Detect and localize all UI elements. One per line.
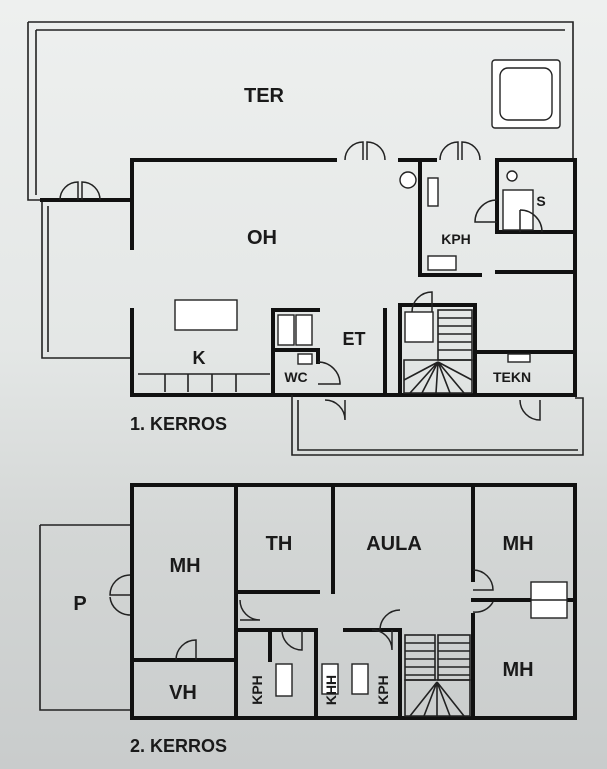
storage bbox=[404, 311, 434, 343]
door-arc bbox=[411, 291, 433, 313]
floor-2-plan bbox=[39, 483, 577, 720]
room-label-p: P bbox=[73, 593, 86, 615]
double-door bbox=[59, 181, 101, 201]
room-label-mh-top-right: MH bbox=[502, 533, 533, 555]
door-arc bbox=[472, 569, 494, 613]
room-label-tekn: TEKN bbox=[493, 369, 531, 385]
room-label-mh-bottom-right: MH bbox=[502, 659, 533, 681]
kitchen-island bbox=[174, 299, 238, 331]
wall bbox=[271, 348, 320, 364]
wc-sink bbox=[297, 353, 313, 365]
hot-tub-basin bbox=[499, 67, 553, 121]
wall bbox=[130, 308, 294, 397]
wall bbox=[130, 483, 577, 720]
room-label-s: S bbox=[536, 193, 545, 209]
door-arc bbox=[281, 629, 303, 651]
bathroom-fixture bbox=[427, 177, 439, 207]
balcony-outline bbox=[39, 524, 130, 711]
door-arc bbox=[317, 361, 341, 385]
staircase bbox=[404, 634, 471, 717]
door-arc bbox=[175, 639, 197, 661]
double-door bbox=[439, 141, 481, 161]
room-label-oh: OH bbox=[247, 227, 277, 249]
wall bbox=[234, 628, 318, 720]
bathroom-sink bbox=[427, 255, 457, 271]
shower-fixture bbox=[399, 171, 417, 189]
bathroom-fixture bbox=[351, 663, 369, 695]
sauna-bench bbox=[502, 189, 534, 231]
floor-1-caption: 1. KERROS bbox=[130, 414, 227, 434]
tech-fixture bbox=[507, 353, 531, 363]
wc-fixture bbox=[295, 314, 313, 346]
double-door bbox=[109, 574, 131, 616]
wall bbox=[398, 303, 477, 397]
door-arc bbox=[379, 609, 401, 631]
entrance-canopy-inner bbox=[297, 400, 578, 451]
room-label-kph: KPH bbox=[441, 231, 471, 247]
room-label-wc: WC bbox=[284, 369, 307, 385]
door-arc bbox=[371, 629, 393, 651]
laundry-fixture bbox=[321, 663, 339, 695]
room-label-ter: TER bbox=[244, 85, 285, 107]
floor-1-plan bbox=[27, 21, 584, 456]
room-label-et: ET bbox=[342, 329, 365, 349]
terrace-outline-left bbox=[27, 22, 58, 201]
kitchen-cabinets bbox=[164, 374, 237, 392]
room-label-kph-2: KPH bbox=[375, 675, 391, 705]
door-arc bbox=[474, 199, 498, 223]
room-label-aula: AULA bbox=[366, 533, 422, 555]
floor-2-caption: 2. KERROS bbox=[130, 736, 227, 756]
bathroom-fixture bbox=[275, 663, 293, 697]
double-door bbox=[344, 141, 386, 161]
room-label-kph-1: KPH bbox=[249, 675, 265, 705]
wc-fixture bbox=[277, 314, 295, 346]
wall bbox=[290, 158, 577, 397]
room-label-k: K bbox=[193, 348, 206, 368]
room-label-th: TH bbox=[266, 533, 293, 555]
terrace-outline bbox=[28, 21, 574, 160]
wall bbox=[418, 158, 482, 277]
stove-fixture bbox=[506, 170, 518, 182]
wall bbox=[495, 158, 577, 234]
room-label-mh-left: MH bbox=[169, 555, 200, 577]
door-arc bbox=[239, 599, 261, 621]
room-label-khh: KHH bbox=[323, 675, 339, 705]
door-arc bbox=[324, 399, 541, 421]
staircase bbox=[403, 309, 473, 394]
room-label-vh: VH bbox=[169, 682, 197, 704]
door-arc bbox=[519, 209, 543, 233]
entrance-canopy bbox=[291, 395, 584, 456]
glass-wall bbox=[41, 200, 132, 359]
wall bbox=[343, 628, 402, 720]
